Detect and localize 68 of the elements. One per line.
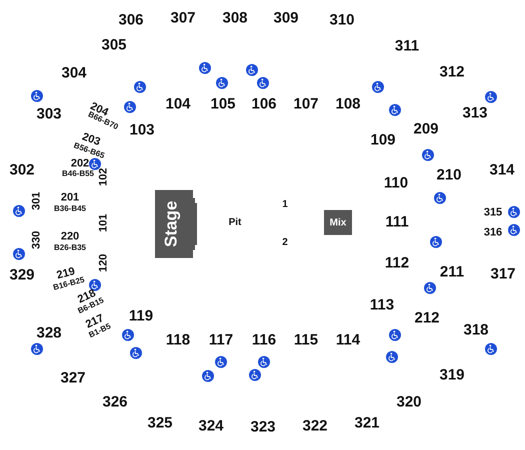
section-number: 210 [436, 168, 462, 182]
section-number: 318 [463, 322, 489, 338]
section-number: 201 [60, 192, 80, 204]
section-number: 307 [170, 10, 196, 26]
section-number: 314 [489, 162, 515, 178]
section-number: 316 [484, 228, 502, 238]
section-number: 329 [9, 268, 35, 282]
section-number: 327 [60, 370, 86, 386]
section-number: 306 [118, 12, 144, 28]
section-number: 319 [439, 368, 465, 382]
section-number: 311 [394, 38, 420, 54]
section-number: 111 [385, 214, 409, 230]
section-number: 104 [165, 96, 191, 112]
section-number: 305 [101, 38, 127, 52]
section-number: 105 [210, 96, 236, 112]
zone-number: 1 [282, 200, 288, 210]
section-number: 315 [484, 208, 502, 218]
section-number: 322 [302, 418, 328, 434]
stage-block [155, 190, 197, 258]
section-number: 309 [273, 10, 299, 26]
row-range-label: B36-B45 [54, 205, 86, 213]
section-number: 313 [462, 106, 488, 120]
section-number: 110 [384, 176, 408, 190]
section-number: 301 [32, 192, 42, 210]
section-number: 209 [413, 122, 439, 136]
row-range-label: B26-B35 [54, 244, 86, 252]
section-number: 323 [250, 420, 276, 434]
section-number: 107 [293, 96, 319, 112]
area-label: Pit [228, 218, 242, 228]
section-number: 324 [198, 418, 224, 434]
section-number: 302 [9, 162, 35, 178]
row-range-label: B46-B55 [62, 170, 94, 178]
section-number: 325 [147, 416, 173, 430]
section-number: 106 [251, 96, 277, 112]
section-number: 330 [32, 230, 42, 250]
section-number: 108 [335, 96, 361, 112]
section-number: 109 [370, 132, 396, 148]
section-number: 220 [60, 232, 80, 242]
section-number: 103 [129, 122, 155, 138]
section-number: 304 [61, 66, 87, 80]
section-number: 317 [490, 266, 516, 282]
section-number: 312 [439, 64, 465, 80]
section-number: 310 [329, 12, 355, 28]
section-number: 212 [414, 310, 440, 326]
section-number: 120 [98, 254, 110, 272]
section-number: 115 [294, 332, 318, 348]
stage-label: Stage [161, 200, 182, 248]
section-number: 112 [384, 256, 410, 270]
mix-label: Mix [330, 217, 346, 228]
section-number: 113 [370, 298, 394, 312]
section-number: 303 [36, 106, 62, 122]
section-number: 328 [36, 326, 62, 340]
zone-number: 2 [282, 238, 288, 248]
section-number: 117 [208, 332, 234, 348]
section-number: 118 [166, 332, 190, 348]
section-number: 326 [102, 394, 128, 410]
section-number: 202 [70, 158, 90, 170]
section-number: 101 [98, 214, 110, 232]
section-number: 102 [98, 168, 110, 186]
section-number: 211 [440, 264, 464, 280]
section-number: 321 [354, 416, 380, 430]
row-range-label: B16-B25 [52, 276, 86, 292]
section-number: 119 [128, 308, 154, 324]
mix-position-box [324, 210, 352, 235]
section-number: 114 [336, 332, 360, 348]
section-number: 308 [222, 10, 248, 26]
section-number: 320 [396, 394, 422, 410]
section-number: 116 [252, 332, 276, 348]
